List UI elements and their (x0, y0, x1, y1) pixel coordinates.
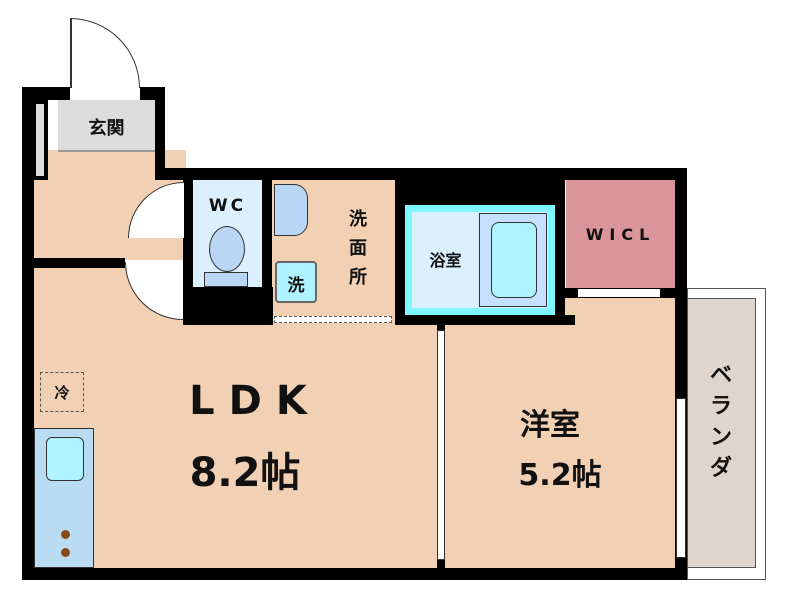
kitchen-sink-icon (46, 437, 84, 481)
wall (22, 87, 70, 100)
ldk-size: 8.2帖 (189, 450, 301, 496)
wall (155, 87, 165, 180)
washroom-label: 洗 面 所 (343, 205, 373, 292)
stove-burner-icon (61, 548, 70, 557)
washroom-char: 所 (349, 267, 367, 288)
window (676, 398, 686, 558)
entry-door (70, 18, 140, 88)
wash-door (274, 316, 392, 323)
fridge-label: 冷 (54, 384, 70, 402)
wall (395, 180, 405, 325)
bathtub-inner (491, 222, 537, 298)
western-room-floor (445, 298, 676, 568)
bath-label: 浴室 (429, 251, 462, 270)
toilet-tank-icon (204, 272, 248, 287)
genkan-area (58, 100, 155, 152)
genkan-label: 玄関 (88, 118, 125, 139)
veranda-char: ラ (709, 394, 732, 419)
wall (183, 180, 193, 325)
toilet-icon (209, 226, 245, 272)
veranda-char: ベ (709, 363, 732, 388)
sliding-door (437, 330, 445, 560)
entry-door-leaf (70, 18, 72, 88)
wall (22, 258, 125, 268)
washroom-char: 洗 (349, 209, 367, 230)
veranda-floor (687, 298, 756, 568)
wall (262, 180, 272, 325)
wall (555, 180, 565, 325)
shoe-cabinet (32, 100, 48, 180)
sink-icon (274, 184, 308, 236)
wall (22, 568, 687, 580)
washer-label: 洗 (287, 276, 305, 296)
fridge-space (40, 372, 84, 412)
wall (22, 87, 34, 580)
wicl-door (578, 289, 660, 297)
stove-burner-icon (61, 530, 70, 539)
wall (155, 168, 687, 180)
western-room-label: 洋室 (520, 408, 580, 443)
veranda-char: ン (709, 425, 732, 450)
wc-label: WC (208, 196, 247, 216)
wicl-room (566, 180, 675, 288)
veranda-char: ダ (709, 456, 732, 481)
wall (183, 287, 273, 325)
washroom-char: 面 (349, 238, 367, 259)
western-room-size: 5.2帖 (518, 458, 602, 493)
veranda-label: ベ ラ ン ダ (706, 360, 736, 484)
wall (395, 180, 565, 205)
washer-icon (275, 261, 317, 303)
wicl-label: WICL (585, 225, 656, 244)
wall (395, 315, 575, 325)
ldk-label: LDK (189, 378, 321, 424)
